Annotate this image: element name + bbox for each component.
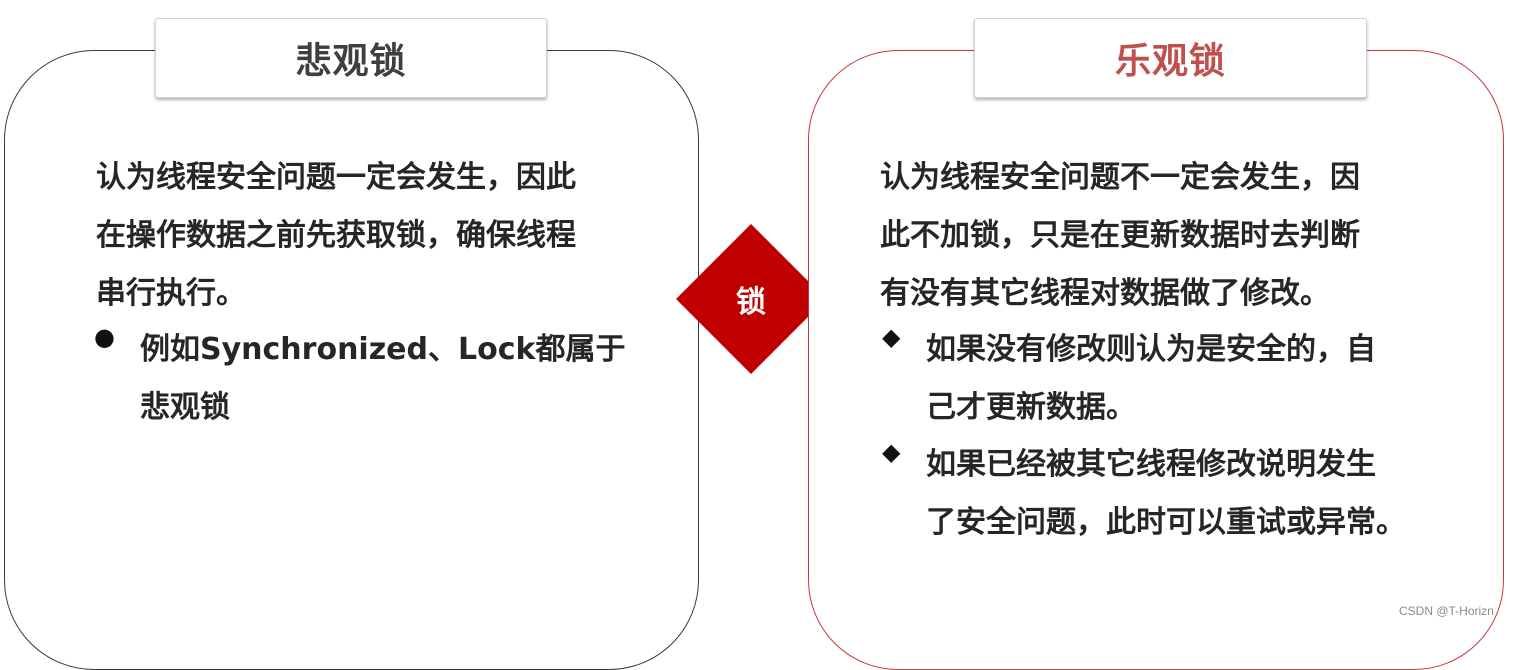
pessimistic-lock-example: 例如Synchronized、Lock都属于 悲观锁 xyxy=(140,321,625,437)
lock-diamond-label: 锁 xyxy=(736,285,766,320)
description-line: 认为线程安全问题一定会发生，因此 xyxy=(96,160,576,195)
bullet-line: 例如Synchronized、Lock都属于 xyxy=(140,332,626,367)
pessimistic-lock-description: 认为线程安全问题一定会发生，因此 在操作数据之前先获取锁，确保线程 串行执行。 xyxy=(96,149,576,323)
description-line: 有没有其它线程对数据做了修改。 xyxy=(880,276,1330,311)
bullet-line: 如果已经被其它线程修改说明发生 xyxy=(926,447,1376,482)
optimistic-lock-point-unmodified: 如果没有修改则认为是安全的，自 己才更新数据。 xyxy=(926,321,1376,437)
watermark: CSDN @T-Horizn xyxy=(1399,604,1494,618)
optimistic-lock-panel xyxy=(808,50,1504,670)
description-line: 在操作数据之前先获取锁，确保线程 xyxy=(96,218,576,253)
pessimistic-lock-panel xyxy=(4,50,699,670)
pessimistic-lock-title: 悲观锁 xyxy=(155,18,547,98)
diamond-bullet-icon: ◆ xyxy=(882,323,901,351)
description-line: 串行执行。 xyxy=(96,276,246,311)
optimistic-lock-title: 乐观锁 xyxy=(974,18,1367,98)
optimistic-lock-point-modified: 如果已经被其它线程修改说明发生 了安全问题，此时可以重试或异常。 xyxy=(926,436,1406,552)
bullet-line: 了安全问题，此时可以重试或异常。 xyxy=(926,505,1406,540)
description-line: 此不加锁，只是在更新数据时去判断 xyxy=(880,218,1360,253)
description-line: 认为线程安全问题不一定会发生，因 xyxy=(880,160,1360,195)
optimistic-lock-description: 认为线程安全问题不一定会发生，因 此不加锁，只是在更新数据时去判断 有没有其它线… xyxy=(880,149,1360,323)
bullet-line: 己才更新数据。 xyxy=(926,390,1136,425)
diamond-bullet-icon: ◆ xyxy=(882,438,901,466)
bullet-line: 如果没有修改则认为是安全的，自 xyxy=(926,332,1376,367)
circle-bullet-icon: ● xyxy=(94,323,115,351)
bullet-line: 悲观锁 xyxy=(140,390,230,425)
